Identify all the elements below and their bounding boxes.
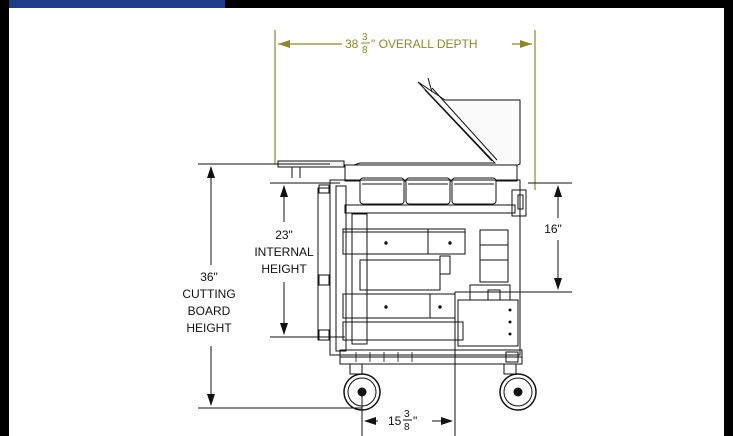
right-border-bar: [724, 0, 733, 436]
overall-depth-suffix: " OVERALL DEPTH: [371, 37, 478, 51]
cutting-board-height-value: 36": [200, 270, 218, 284]
left-caster: [343, 363, 381, 411]
top-border-bar: [0, 0, 733, 8]
cutting-board-height-line2: BOARD: [188, 304, 231, 318]
bottom-width-dimension: [361, 292, 456, 436]
bottom-width-whole: 15: [388, 414, 402, 428]
cutting-board-height-line3: HEIGHT: [186, 321, 232, 335]
cutting-board-height-dimension: [198, 163, 362, 409]
bottom-width-suffix: ": [413, 414, 417, 428]
internal-height-value: 23": [275, 228, 293, 242]
food-pans: [359, 177, 497, 205]
internal-height-line2: HEIGHT: [261, 262, 307, 276]
top-left-tab: [0, 0, 225, 8]
bottom-width-label: 15 3 8 ": [388, 409, 417, 433]
internal-height-line1: INTERNAL: [254, 245, 314, 259]
internal-height-label: 23" INTERNAL HEIGHT: [254, 228, 314, 276]
internal-height-dimension: [270, 182, 345, 338]
cutting-board-height-line1: CUTTING: [182, 287, 235, 301]
overall-depth-label: 38 3 8 " OVERALL DEPTH: [345, 32, 478, 56]
overall-depth-numerator: 3: [362, 32, 368, 43]
right-height-dimension: [455, 182, 572, 293]
bottom-width-denominator: 8: [404, 422, 410, 433]
cutting-board-height-label: 36" CUTTING BOARD HEIGHT: [182, 270, 235, 335]
cart-body: [277, 77, 527, 365]
overall-depth-denominator: 8: [362, 45, 368, 56]
upper-drawer: [342, 228, 466, 255]
right-caster: [499, 363, 537, 411]
left-border-bar: [0, 0, 9, 436]
right-height-label: 16": [544, 222, 562, 236]
overall-depth-dimension: [274, 30, 536, 190]
bottom-width-numerator: 3: [404, 409, 410, 420]
overall-depth-whole: 38: [345, 37, 359, 51]
